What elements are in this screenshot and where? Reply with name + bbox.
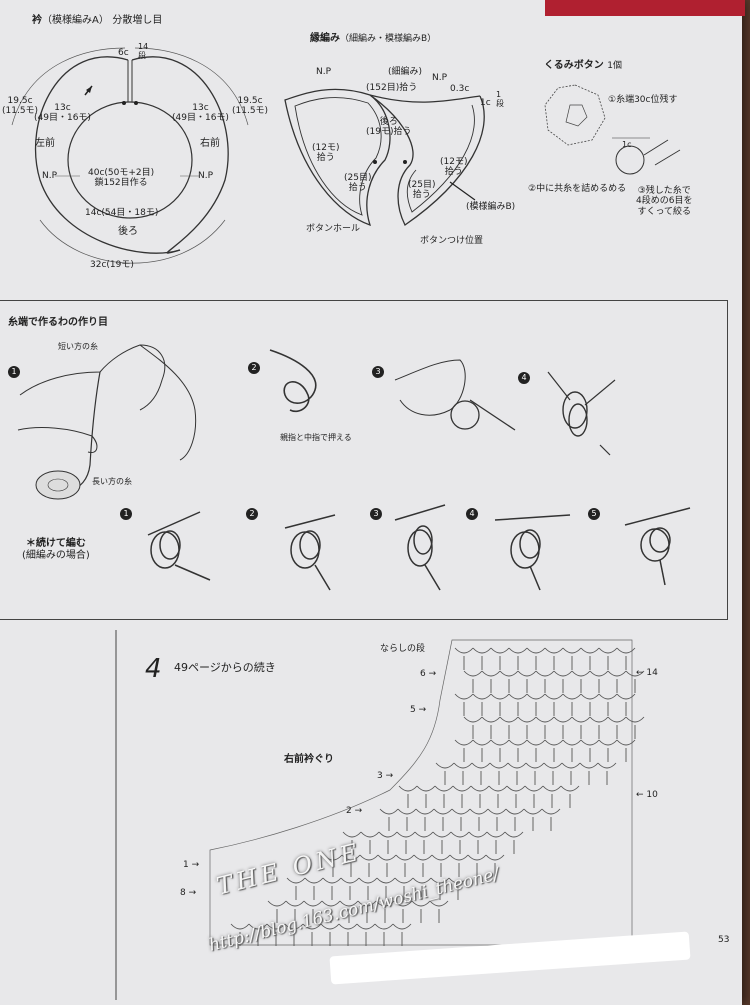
edging-left25: (25目)拾う bbox=[344, 173, 372, 194]
row-label-3: 3 → bbox=[377, 771, 394, 781]
edging-pick152: (152目)拾う bbox=[366, 83, 418, 93]
collar-right-front: 右前 bbox=[200, 138, 220, 149]
ring-title: 糸端で作るわの作り目 bbox=[8, 317, 108, 328]
section4-number: 4 bbox=[145, 654, 162, 684]
edging-button-pos: ボタンつけ位置 bbox=[420, 236, 484, 246]
edging-rows1: 1段 bbox=[496, 90, 504, 108]
collar-back-width: 14c(54目・18モ) bbox=[85, 208, 159, 218]
collar-title: 衿（模様編みA） 分散増し目 bbox=[32, 15, 163, 26]
edging-buttonhole: ボタンホール bbox=[306, 224, 361, 234]
row-label-6: 6 → bbox=[420, 669, 437, 679]
collar-np-right: N.P bbox=[198, 171, 214, 181]
collar-neck: 40c(50モ+2目)鎖152目作る bbox=[88, 168, 155, 189]
collar-left-outer: 19.5c(11.5モ) bbox=[2, 96, 39, 117]
edging-right12: (12モ)拾う bbox=[440, 157, 468, 178]
row-top-label: ならしの段 bbox=[380, 644, 426, 654]
collar-bottom: 32c(19モ) bbox=[90, 260, 134, 270]
edging-left12: (12モ)拾う bbox=[312, 143, 340, 164]
collar-top-rows: 14段 bbox=[138, 42, 149, 60]
ring-panel bbox=[0, 300, 728, 620]
cont-step-2: 2 bbox=[246, 508, 258, 520]
collar-diagrams bbox=[11, 47, 681, 264]
button-title: くるみボタン 1個 bbox=[544, 60, 623, 71]
row-label-10: ← 10 bbox=[636, 790, 658, 800]
edging-right25: (25目)拾う bbox=[408, 180, 436, 201]
row-label-14: ← 14 bbox=[636, 668, 658, 678]
book-edge bbox=[545, 0, 745, 16]
edging-back: 後ろ(19モ)拾う bbox=[366, 117, 412, 138]
section4-text: 49ページからの続き bbox=[174, 661, 276, 674]
section4-label: 右前衿ぐり bbox=[284, 754, 334, 765]
page-number: 53 bbox=[718, 935, 730, 945]
button-step1: ①糸端30c位残す bbox=[608, 95, 678, 105]
ring-step-4: 4 bbox=[518, 372, 530, 384]
edging-c1: 1c bbox=[480, 98, 491, 108]
ring-illustrations bbox=[17, 344, 691, 591]
cont-step-5: 5 bbox=[588, 508, 600, 520]
edging-np-right: N.P bbox=[432, 73, 448, 83]
button-step2: ②中に共糸を詰めるめる bbox=[528, 184, 627, 194]
ring-long-yarn: 長い方の糸 bbox=[92, 477, 132, 486]
cont-step-1: 1 bbox=[120, 508, 132, 520]
collar-left-front: 左前 bbox=[35, 138, 55, 149]
cont-step-4: 4 bbox=[466, 508, 478, 520]
collar-right-outer: 19.5c(11.5モ) bbox=[232, 96, 269, 117]
button-c1: 1c bbox=[622, 140, 632, 149]
ring-continue: ＊続けて編む(細編みの場合) bbox=[22, 538, 90, 561]
row-label-5: 5 → bbox=[410, 705, 427, 715]
row-label-2: 2 → bbox=[346, 806, 363, 816]
row-label-1: 1 → bbox=[183, 860, 200, 870]
collar-right-inner: 13c(49目・16モ) bbox=[172, 103, 229, 124]
edging-np-left: N.P bbox=[316, 67, 332, 77]
ring-step-3: 3 bbox=[372, 366, 384, 378]
collar-left-inner: 13c(49目・16モ) bbox=[34, 103, 91, 124]
edging-sc: (細編み) bbox=[388, 67, 423, 77]
ring-step-2: 2 bbox=[248, 362, 260, 374]
cont-step-3: 3 bbox=[370, 508, 382, 520]
ring-short-yarn: 短い方の糸 bbox=[58, 342, 98, 351]
ring-press: 親指と中指で押える bbox=[280, 433, 352, 442]
collar-back: 後ろ bbox=[118, 226, 138, 237]
collar-top-width: 6c bbox=[118, 48, 129, 58]
collar-np-left: N.P bbox=[42, 171, 58, 181]
edging-c03: 0.3c bbox=[450, 84, 470, 94]
edging-pattern-b: (模様編みB) bbox=[466, 202, 516, 212]
edging-title: 縁編み（細編み・模様編みB） bbox=[310, 33, 437, 44]
row-label-8: 8 → bbox=[180, 888, 197, 898]
ring-step-1: 1 bbox=[8, 366, 20, 378]
